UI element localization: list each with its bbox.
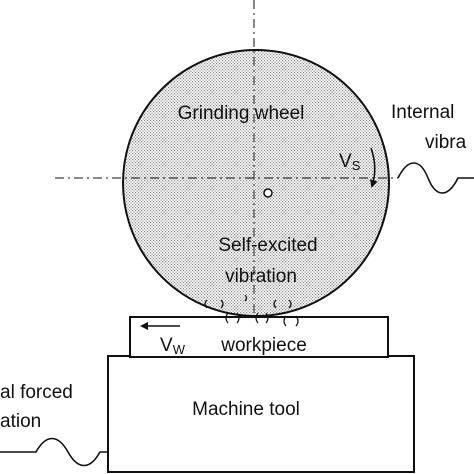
internal-vibration-wave <box>397 162 474 194</box>
rotation-arrow <box>370 147 378 188</box>
grinding-wheel-label: Grinding wheel <box>178 103 305 124</box>
internal-vibration-label-line1: Internal <box>391 102 454 123</box>
internal-vibration-label-line2: vibra <box>425 132 467 153</box>
machine-tool-label: Machine tool <box>192 399 300 420</box>
workpiece-block <box>129 316 389 358</box>
wheel-center-point <box>263 188 273 198</box>
machine-tool-block <box>107 355 415 473</box>
external-forced-label-line2: ation <box>0 411 41 432</box>
contact-vibration-marks <box>204 294 299 327</box>
self-excited-label-line1: Self-excited <box>218 235 317 256</box>
vw-label: VW <box>160 335 186 357</box>
self-excited-label-line2: vibration <box>225 266 297 287</box>
workpiece-label: workpiece <box>220 335 307 356</box>
external-forced-vibration-wave <box>0 437 108 467</box>
vs-label: VS <box>339 151 361 173</box>
external-forced-label-line1: al forced <box>0 382 73 403</box>
